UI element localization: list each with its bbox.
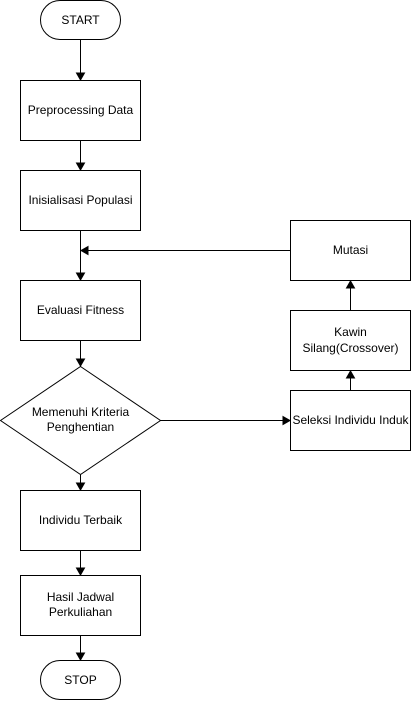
preprocessing-node: Preprocessing Data (20, 80, 141, 141)
mutasi-label: Mutasi (333, 243, 368, 257)
edge-mutasi-loopback (79, 245, 290, 256)
edge-seleksi-kawin (345, 369, 356, 390)
edge-inisialisasi-evaluasi (75, 231, 86, 282)
inisialisasi-node: Inisialisasi Populasi (20, 170, 141, 231)
stop-label: STOP (64, 673, 96, 687)
edge-kawin-mutasi (345, 279, 356, 310)
kawin-node: Kawin Silang(Crossover) (290, 310, 411, 371)
mutasi-node: Mutasi (290, 220, 411, 281)
evaluasi-label: Evaluasi Fitness (37, 303, 124, 317)
hasil-label-line1: Hasil Jadwal (47, 590, 114, 604)
kawin-label-line1: Kawin (334, 325, 367, 339)
inisialisasi-label: Inisialisasi Populasi (28, 193, 132, 207)
edge-start-preprocessing (75, 40, 86, 82)
kriteria-decision: Memenuhi Kriteria Penghentian (0, 365, 162, 476)
edge-kriteria-individu (75, 475, 86, 492)
hasil-node: Hasil Jadwal Perkuliahan (20, 575, 141, 636)
hasil-label-line2: Perkuliahan (49, 605, 112, 619)
edge-hasil-stop (75, 636, 86, 662)
stop-node: STOP (40, 660, 121, 700)
edge-kriteria-seleksi (160, 415, 292, 426)
individu-terbaik-node: Individu Terbaik (20, 490, 141, 551)
seleksi-node: Seleksi Individu Induk (290, 390, 411, 451)
kriteria-label-line2: Penghentian (47, 420, 114, 434)
kawin-label-line2: Silang(Crossover) (302, 341, 398, 355)
seleksi-label: Seleksi Individu Induk (292, 413, 409, 427)
kriteria-label-line1: Memenuhi Kriteria (32, 405, 130, 419)
edge-preprocessing-inisialisasi (75, 141, 86, 172)
individu-terbaik-label: Individu Terbaik (39, 513, 123, 527)
edge-evaluasi-kriteria (75, 341, 86, 368)
edge-individu-hasil (75, 551, 86, 577)
start-node: START (40, 0, 121, 40)
start-label: START (61, 13, 100, 27)
evaluasi-node: Evaluasi Fitness (20, 280, 141, 341)
preprocessing-label: Preprocessing Data (28, 103, 134, 117)
